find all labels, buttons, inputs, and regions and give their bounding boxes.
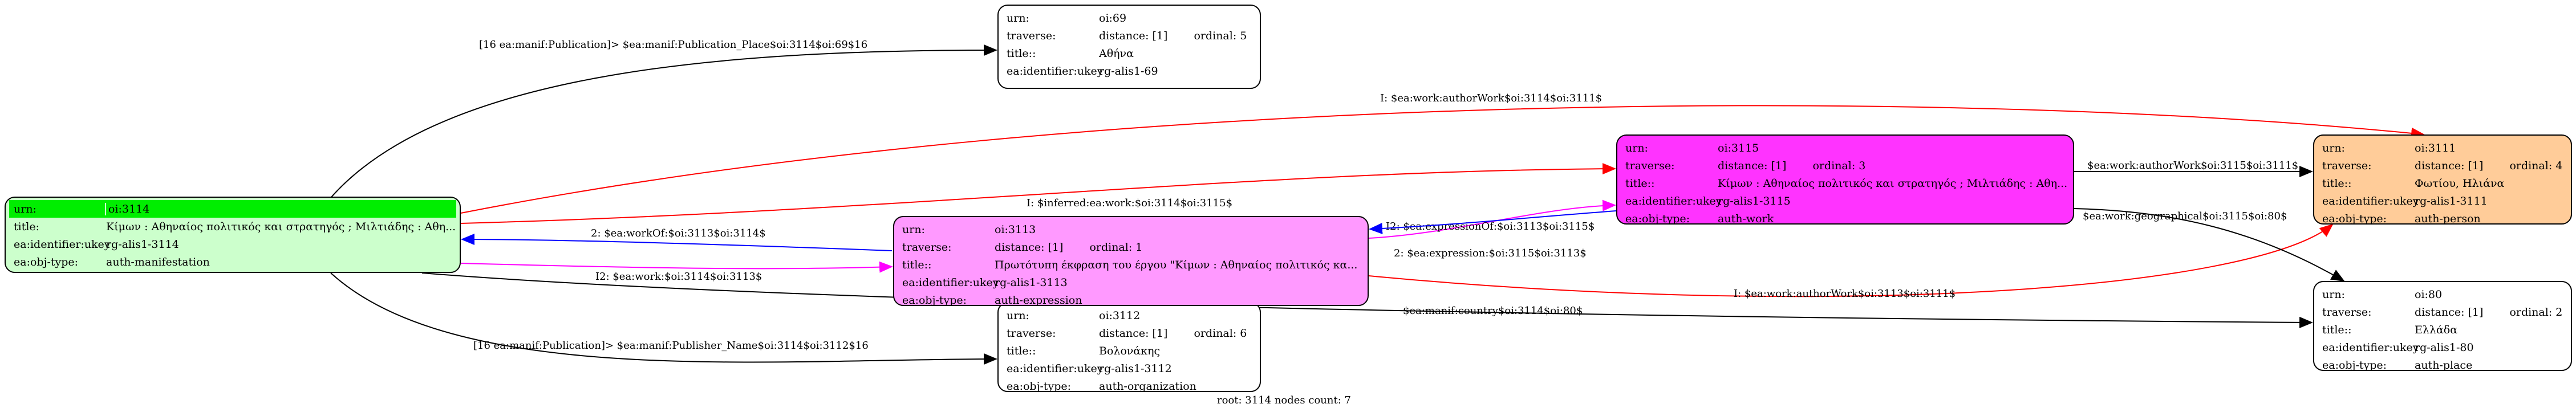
edge-label: I: $ea:work:authorWork$oi:3114$oi:3111$ — [1380, 92, 1602, 104]
node-69[interactable]: urn:oi:69 traverse:distance: [1]ordinal:… — [997, 5, 1261, 89]
node-row-urn: urn:oi:3112 — [1007, 309, 1141, 322]
edge-label: $ea:work:authorWork$oi:3115$oi:3111$ — [2087, 160, 2298, 172]
edge-label: I2: $ea:expressionOf:$oi:3113$oi:3115$ — [1386, 221, 1595, 232]
node-row-urn: urn:oi:3113 — [902, 223, 1036, 236]
edge-manif-country — [421, 272, 2313, 328]
node-3111[interactable]: urn:oi:3111 traverse:distance: [1]ordina… — [2313, 134, 2572, 225]
edge-expression — [1369, 210, 1617, 234]
edge-label: I2: $ea:work:$oi:3114$oi:3113$ — [595, 271, 762, 283]
edge-authorwork-3113-3111 — [1368, 223, 2334, 297]
node-3115[interactable]: urn:oi:3115 traverse:distance: [1]ordina… — [1616, 134, 2074, 225]
node-3113[interactable]: urn:oi:3113 traverse:distance: [1]ordina… — [893, 216, 1369, 306]
footer-node-count: root: 3114 nodes count: 7 — [1217, 394, 1351, 406]
node-row-objtype: ea:obj-type:auth-work — [1625, 212, 1774, 225]
edge-label: I: $ea:work:authorWork$oi:3113$oi:3111$ — [1734, 288, 1956, 300]
node-row-urn: urn:oi:69 — [1007, 11, 1127, 25]
node-row-title: title::Φωτίου, Ηλιάνα — [2322, 177, 2505, 190]
node-row-traverse: traverse:distance: [1]ordinal: 5 — [1007, 29, 1247, 42]
node-row-urn: urn:oi:3114 — [9, 200, 456, 218]
node-row-urn: urn:oi:80 — [2322, 288, 2443, 301]
node-row-title: title::Κίμων : Αθηναίος πολιτικός και στ… — [1625, 177, 2068, 190]
node-row-objtype: ea:obj-type:auth-place — [2322, 358, 2473, 371]
edge-label: [16 ea:manif:Publication]> $ea:manif:Pub… — [479, 39, 867, 51]
node-row-traverse: traverse:distance: [1]ordinal: 3 — [1625, 159, 1866, 172]
node-row-title: title::Ελλάδα — [2322, 323, 2458, 336]
edge-work-3114-3113 — [460, 261, 893, 273]
edge-workof — [461, 234, 893, 251]
node-row-urn: urn:oi:3111 — [2322, 141, 2456, 154]
edge-authorwork-3114-3111 — [460, 105, 2425, 214]
node-80[interactable]: urn:oi:80 traverse:distance: [1]ordinal:… — [2313, 281, 2572, 371]
node-row-objtype: ea:obj-type:auth-organization — [1007, 380, 1196, 392]
node-row-urn: urn:oi:3115 — [1625, 141, 1759, 154]
edge-label: 2: $ea:workOf:$oi:3113$oi:3114$ — [591, 227, 766, 239]
node-row-title: title::Αθήνα — [1007, 47, 1134, 60]
node-3114[interactable]: urn:oi:3114 title:Κίμων : Αθηναίος πολιτ… — [5, 197, 461, 273]
node-row-title: title::Πρωτότυπη έκφραση του έργου "Κίμω… — [902, 258, 1358, 271]
node-row-objtype: ea:obj-type:auth-expression — [902, 293, 1082, 306]
edge-inferred-work — [460, 163, 1616, 224]
node-row-objtype: ea:obj-type:auth-manifestation — [14, 255, 210, 268]
node-row-traverse: traverse:distance: [1]ordinal: 6 — [1007, 327, 1247, 340]
edge-geographical — [2074, 208, 2345, 282]
node-row-traverse: traverse:distance: [1]ordinal: 4 — [2322, 159, 2563, 172]
edge-label: $ea:manif:country$oi:3114$oi:80$ — [1403, 305, 1583, 317]
node-3112[interactable]: urn:oi:3112 traverse:distance: [1]ordina… — [997, 302, 1261, 392]
node-row-objtype: ea:obj-type:auth-person — [2322, 212, 2481, 225]
node-row-title: title::Βολονάκης — [1007, 344, 1161, 357]
edge-label: $ea:work:geographical$oi:3115$oi:80$ — [2083, 210, 2287, 222]
edge-label: I: $inferred:ea:work:$oi:3114$oi:3115$ — [1027, 197, 1232, 209]
node-row-traverse: traverse:distance: [1]ordinal: 2 — [2322, 305, 2563, 319]
node-row-traverse: traverse:distance: [1]ordinal: 1 — [902, 240, 1143, 254]
edge-label: 2: $ea:expression:$oi:3115$oi:3113$ — [1394, 247, 1587, 259]
node-row-title: title:Κίμων : Αθηναίος πολιτικός και στρ… — [14, 220, 456, 233]
edge-label: [16 ea:manif:Publication]> $ea:manif:Pub… — [473, 340, 869, 352]
edge-publisher-name — [330, 272, 997, 365]
edge-publication-place — [330, 44, 997, 198]
